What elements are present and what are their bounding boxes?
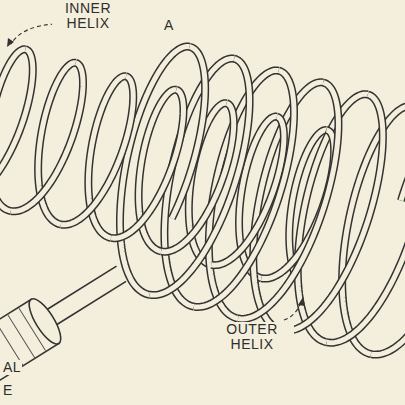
coil-fill — [161, 103, 234, 251]
coil-fill — [61, 76, 133, 224]
arrowhead — [298, 297, 305, 306]
coil-outline — [0, 49, 33, 197]
coil-fill — [150, 59, 250, 295]
coil-outline — [371, 118, 405, 355]
coil-fill — [282, 95, 382, 331]
coil-fill — [238, 83, 338, 319]
central-tube — [0, 252, 135, 397]
callout-letter: A — [163, 18, 175, 33]
helix-coil — [327, 106, 405, 342]
helix-back — [0, 47, 405, 355]
part-label: INNER HELIX — [52, 1, 124, 32]
coil-outline — [11, 63, 83, 211]
coil-fill — [371, 118, 405, 355]
helix-coil — [172, 47, 205, 219]
helix-coil — [161, 103, 234, 251]
coil-fill — [11, 63, 83, 211]
coil-outline — [61, 76, 133, 224]
helix-coil — [238, 83, 338, 319]
coil-outline — [172, 47, 205, 219]
part-label: E — [2, 383, 14, 398]
helix-coil — [150, 59, 250, 295]
arrowhead — [7, 38, 14, 47]
part-label: OUTER HELIX — [210, 322, 294, 353]
leader-lines — [7, 24, 305, 320]
helix-coil — [401, 118, 405, 201]
part-label: AL — [2, 360, 22, 375]
tube-end — [24, 295, 67, 349]
coil-fill — [172, 47, 205, 219]
helix-coil — [0, 49, 33, 197]
coil-fill — [327, 106, 405, 342]
coil-fill — [0, 49, 33, 197]
coil-outline — [282, 95, 382, 331]
coil-outline — [150, 59, 250, 295]
helix-coil — [61, 76, 133, 224]
helix-coil — [194, 71, 294, 307]
helix-coil — [282, 95, 382, 331]
coil-outline — [161, 103, 234, 251]
coil-fill — [401, 118, 405, 201]
helix-coil — [371, 118, 405, 355]
tube-rib — [0, 307, 46, 365]
coil-outline — [238, 83, 338, 319]
coil-outline — [327, 106, 405, 342]
leader-line — [11, 24, 55, 44]
coil-outline — [194, 71, 294, 307]
helix-front — [0, 47, 405, 355]
coil-fill — [194, 71, 294, 307]
helix-coil — [11, 63, 83, 211]
coil-outline — [401, 118, 405, 201]
